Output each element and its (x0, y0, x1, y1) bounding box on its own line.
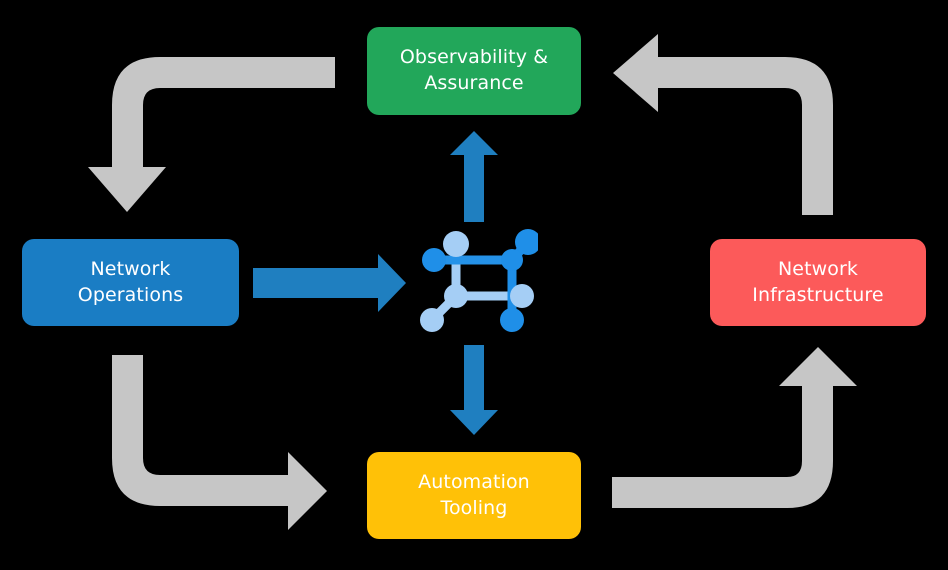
network-topology-icon (420, 229, 538, 332)
node-observability-assurance[interactable]: Observability & Assurance (367, 27, 581, 115)
arrow-infrastructure-to-observability (613, 34, 833, 215)
node-network-operations-label: Network Operations (77, 257, 184, 306)
node-observability-assurance-label: Observability & Assurance (399, 46, 549, 94)
arrow-operations-to-automation (112, 355, 327, 530)
node-network-infrastructure-label: Network Infrastructure (752, 257, 884, 306)
arrow-operations-to-center (253, 254, 406, 312)
arrow-automation-to-infrastructure (612, 347, 857, 508)
node-automation-tooling-label: Automation Tooling (418, 470, 530, 519)
arrow-observability-to-operations (88, 57, 335, 212)
arrow-center-to-automation (450, 345, 498, 435)
node-network-operations[interactable]: Network Operations (22, 239, 239, 326)
node-automation-tooling[interactable]: Automation Tooling (367, 452, 581, 539)
node-network-infrastructure[interactable]: Network Infrastructure (710, 239, 926, 326)
arrow-center-to-observability (450, 131, 498, 222)
